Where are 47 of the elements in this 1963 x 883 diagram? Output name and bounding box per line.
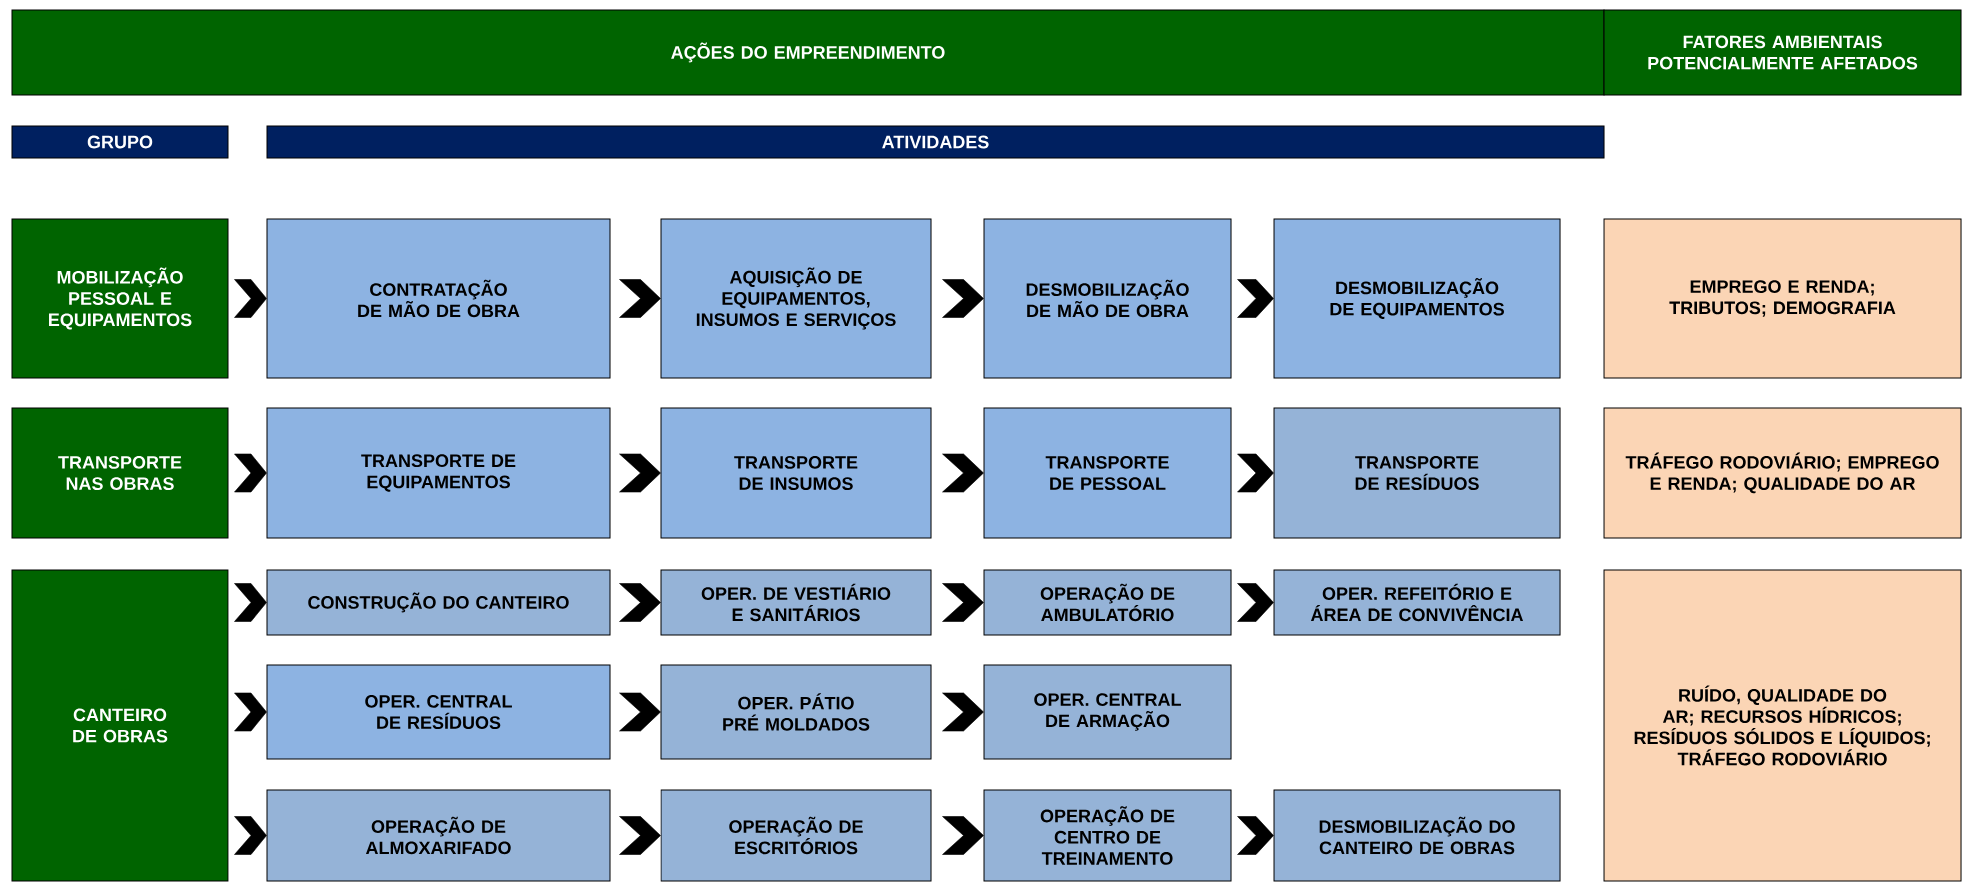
factor-box: EMPREGO E RENDA; TRIBUTOS; DEMOGRAFIA [1603,218,1962,379]
activity-box: TRANSPORTE DE INSUMOS [660,407,932,539]
chevron-arrow [619,692,661,732]
chevron-arrow [942,453,984,493]
chevron-arrow [1237,583,1274,622]
chevron-arrow [234,453,267,493]
chevron-arrow [619,453,661,493]
chevron-arrow [234,816,267,855]
chevron-arrow [619,816,661,855]
chevron-arrow [942,279,984,318]
activity-box: OPER. DE VESTIÁRIO E SANITÁRIOS [660,569,932,636]
activity-box: DESMOBILIZAÇÃO DE EQUIPAMENTOS [1273,218,1561,379]
activity-box: CONTRATAÇÃO DE MÃO DE OBRA [266,218,611,379]
activity-box: AQUISIÇÃO DE EQUIPAMENTOS, INSUMOS E SERVIÇOS [660,218,932,379]
activity-box: OPER. CENTRAL DE ARMAÇÃO [983,664,1232,760]
chevron-arrow [1237,816,1274,855]
chevron-arrow [942,816,984,855]
activity-box: CONSTRUÇÃO DO CANTEIRO [266,569,611,636]
header-band: FATORES AMBIENTAIS POTENCIALMENTE AFETADOS [1603,9,1962,96]
activity-box: DESMOBILIZAÇÃO DE MÃO DE OBRA [983,218,1232,379]
activity-box: OPERAÇÃO DE ALMOXARIFADO [266,789,611,882]
activity-box: TRANSPORTE DE EQUIPAMENTOS [266,407,611,539]
chevron-arrow [234,583,267,622]
chevron-arrow [942,583,984,622]
activity-box: OPER. REFEITÓRIO E ÁREA DE CONVIVÊNCIA [1273,569,1561,636]
activity-box: OPER. PÁTIO PRÉ MOLDADOS [660,664,932,760]
factor-box: RUÍDO, QUALIDADE DO AR; RECURSOS HÍDRICOS; RESÍDUOS SÓLIDOS E LÍQUIDOS; TRÁFEGO RODOVIÁRIO [1603,569,1962,882]
activity-box: OPER. CENTRAL DE RESÍDUOS [266,664,611,760]
chevron-arrow [1237,453,1274,493]
activity-box: TRANSPORTE DE RESÍDUOS [1273,407,1561,539]
activity-box: OPERAÇÃO DE ESCRITÓRIOS [660,789,932,882]
activity-box: DESMOBILIZAÇÃO DO CANTEIRO DE OBRAS [1273,789,1561,882]
chevron-arrow [619,279,661,318]
chevron-arrow [1237,279,1274,318]
chevron-arrow [234,279,267,318]
chevron-arrow [942,692,984,732]
chevron-arrow [619,583,661,622]
column-header: GRUPO [11,125,229,159]
activity-box: OPERAÇÃO DE CENTRO DE TREINAMENTO [983,789,1232,882]
activity-box: TRANSPORTE DE PESSOAL [983,407,1232,539]
group-box: MOBILIZAÇÃO PESSOAL E EQUIPAMENTOS [11,218,229,379]
group-box: TRANSPORTE NAS OBRAS [11,407,229,539]
activity-box: OPERAÇÃO DE AMBULATÓRIO [983,569,1232,636]
factor-box: TRÁFEGO RODOVIÁRIO; EMPREGO E RENDA; QUALIDADE DO AR [1603,407,1962,539]
column-header: ATIVIDADES [266,125,1605,159]
chevron-arrow [234,692,267,732]
group-box: CANTEIRO DE OBRAS [11,569,229,882]
